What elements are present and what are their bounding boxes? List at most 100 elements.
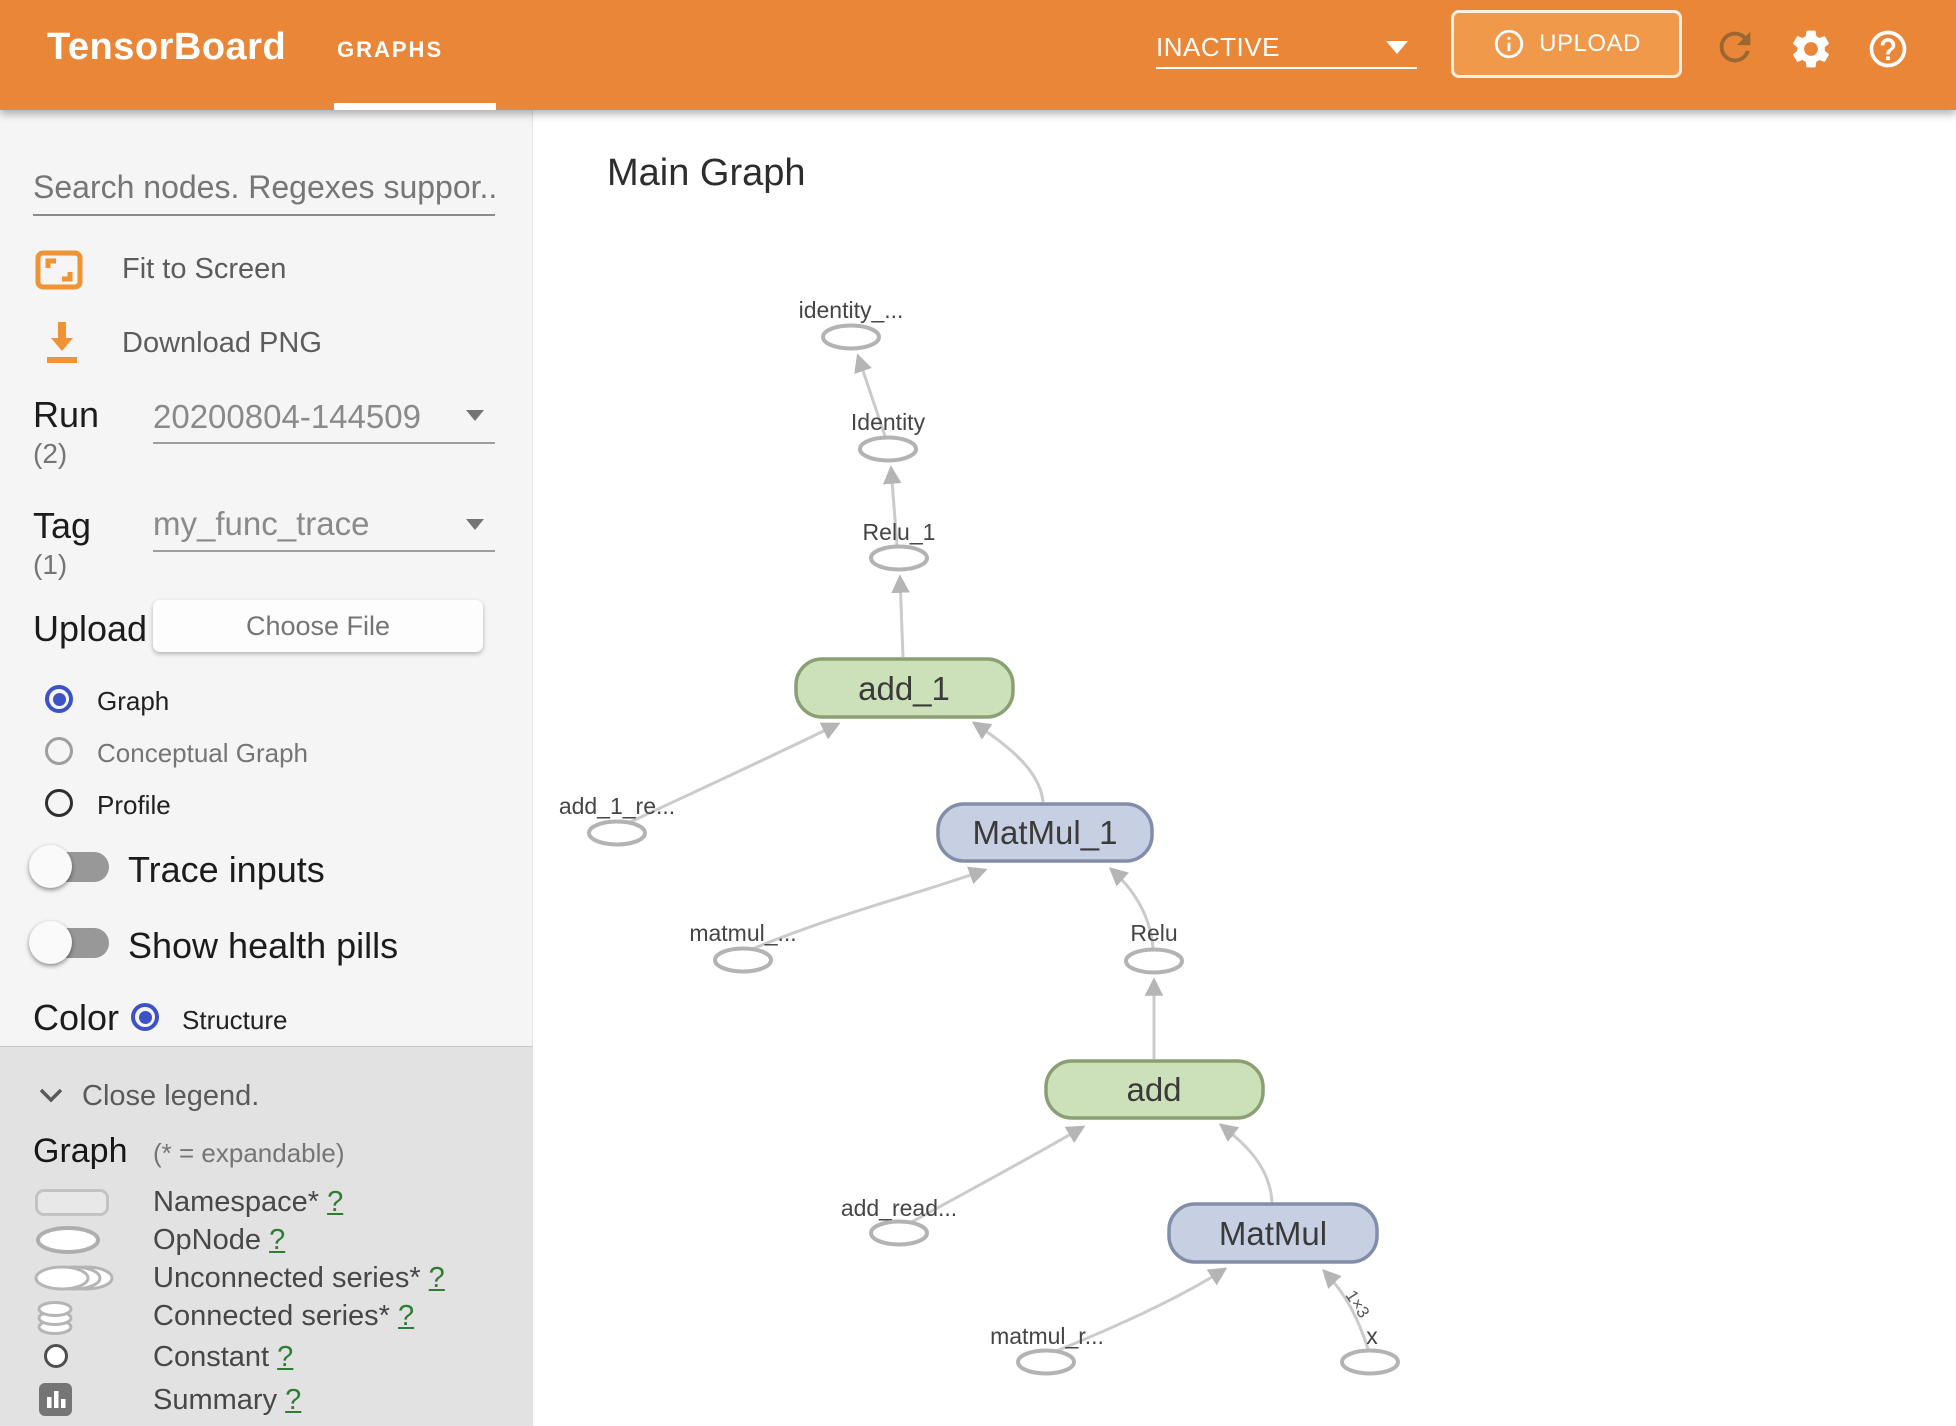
graph-node-x[interactable]: x: [1340, 1323, 1400, 1376]
constant-circle-icon: [44, 1344, 68, 1368]
graph-node-relu[interactable]: Relu: [1124, 920, 1184, 975]
svg-text:add: add: [1126, 1071, 1181, 1108]
app-logo: TensorBoard: [47, 26, 287, 68]
trace-inputs-label[interactable]: Trace inputs: [128, 849, 325, 890]
upload-button-label: UPLOAD: [1539, 30, 1641, 57]
upload-button[interactable]: UPLOAD: [1451, 10, 1682, 78]
svg-text:add_1: add_1: [858, 670, 950, 707]
legend-item-connected-series: Connected series* ?: [153, 1300, 414, 1333]
svg-text:identity_...: identity_...: [799, 297, 904, 323]
help-link[interactable]: ?: [277, 1341, 294, 1373]
page-title: Main Graph: [607, 152, 806, 194]
graph-node-matmul-read[interactable]: matmul_...: [689, 920, 797, 974]
legend-item-opnode: OpNode ?: [153, 1224, 285, 1257]
fit-to-screen-button[interactable]: Fit to Screen: [122, 253, 287, 285]
graph-node-matmul[interactable]: MatMul: [1167, 1202, 1379, 1264]
radio-graph[interactable]: [45, 685, 73, 713]
legend-item-constant: Constant ?: [153, 1341, 293, 1374]
svg-text:add_1_re...: add_1_re...: [559, 793, 675, 819]
edge-matmul-matmul1: [749, 866, 988, 952]
trace-inputs-toggle-knob[interactable]: [29, 845, 72, 888]
choose-file-button[interactable]: Choose File: [153, 600, 483, 652]
help-link[interactable]: ?: [398, 1300, 415, 1332]
namespace-pill-icon: [35, 1189, 109, 1216]
legend-expandable-note: (* = expandable): [153, 1138, 345, 1168]
edge-relu-matmul1: [1108, 867, 1155, 949]
refresh-icon[interactable]: [1712, 24, 1758, 70]
show-health-pills-toggle-knob[interactable]: [29, 921, 72, 964]
run-dropdown[interactable]: 20200804-144509: [153, 398, 421, 435]
graph-canvas[interactable]: 1×3 add_1 MatMul_1 add MatMul identity_.…: [533, 110, 1956, 1426]
graph-node-add-read[interactable]: add_read...: [841, 1195, 957, 1247]
svg-text:MatMul: MatMul: [1219, 1215, 1327, 1252]
edge-x-matmul: [1322, 1268, 1370, 1350]
edge-add1-relu1: [891, 574, 910, 658]
graph-node-relu-1[interactable]: Relu_1: [863, 519, 936, 572]
svg-text:add_read...: add_read...: [841, 1195, 957, 1221]
edge-matmul1-add1: [971, 721, 1045, 803]
close-legend-button[interactable]: Close legend.: [82, 1080, 260, 1112]
run-label: Run: [33, 394, 100, 435]
info-icon: [1494, 29, 1524, 59]
upload-file-label: Upload: [33, 608, 148, 649]
edge-add1re-add1: [625, 722, 841, 826]
tag-label: Tag: [33, 505, 92, 546]
chevron-down-icon[interactable]: [466, 410, 484, 421]
graph-node-matmul-r[interactable]: matmul_r...: [990, 1323, 1104, 1376]
svg-text:matmul_r...: matmul_r...: [990, 1323, 1104, 1349]
radio-color-structure-label[interactable]: Structure: [182, 1005, 288, 1035]
edge-addread-add: [907, 1125, 1086, 1226]
download-png-button[interactable]: Download PNG: [122, 327, 322, 359]
tag-underline: [153, 550, 495, 552]
graph-node-matmul-1[interactable]: MatMul_1: [936, 802, 1154, 863]
radio-profile-label[interactable]: Profile: [97, 790, 171, 820]
svg-text:x: x: [1366, 1323, 1378, 1349]
fit-to-screen-icon[interactable]: [35, 250, 83, 290]
gear-icon[interactable]: [1788, 26, 1834, 72]
svg-text:Relu: Relu: [1130, 920, 1177, 946]
radio-profile[interactable]: [45, 789, 73, 817]
help-link[interactable]: ?: [285, 1384, 302, 1416]
connected-series-icon: [37, 1301, 73, 1335]
graph-node-identity-out[interactable]: identity_...: [799, 297, 904, 351]
show-health-pills-label[interactable]: Show health pills: [128, 925, 399, 966]
svg-text:Relu_1: Relu_1: [863, 519, 936, 545]
help-icon[interactable]: [1866, 27, 1910, 71]
run-selector-underline: [1156, 67, 1417, 69]
chevron-down-icon[interactable]: [38, 1087, 64, 1104]
legend-item-label: Constant: [153, 1341, 270, 1373]
radio-conceptual-graph-label[interactable]: Conceptual Graph: [97, 738, 309, 768]
run-underline: [153, 442, 495, 444]
svg-text:Identity: Identity: [851, 409, 926, 435]
legend-item-label: Summary: [153, 1384, 278, 1416]
bar-chart-icon: [47, 1391, 66, 1408]
header-run-selector[interactable]: INACTIVE: [1156, 32, 1280, 62]
search-input[interactable]: [33, 160, 495, 216]
help-link[interactable]: ?: [269, 1224, 286, 1256]
legend-heading: Graph: [33, 1132, 128, 1170]
graph-node-add-1[interactable]: add_1: [794, 657, 1015, 719]
edge-identity-identityout: [854, 353, 887, 437]
graph-node-add[interactable]: add: [1044, 1059, 1265, 1120]
graph-node-identity[interactable]: Identity: [851, 409, 926, 463]
help-link[interactable]: ?: [428, 1262, 445, 1294]
unconnected-series-icon: [34, 1265, 114, 1291]
chevron-down-icon[interactable]: [466, 519, 484, 530]
graph-node-add-1-re[interactable]: add_1_re...: [559, 793, 675, 847]
download-icon[interactable]: [44, 318, 80, 364]
legend-item-summary: Summary ?: [153, 1384, 301, 1417]
radio-graph-label[interactable]: Graph: [97, 686, 170, 716]
graph-edges: [625, 353, 1370, 1354]
tab-graphs[interactable]: GRAPHS: [337, 37, 444, 62]
legend-item-label: OpNode: [153, 1224, 262, 1256]
chevron-down-icon[interactable]: [1386, 41, 1408, 54]
help-link[interactable]: ?: [327, 1186, 344, 1218]
tag-count: (1): [33, 549, 68, 580]
svg-text:matmul_...: matmul_...: [689, 920, 796, 946]
tag-dropdown[interactable]: my_func_trace: [153, 505, 370, 542]
legend-item-unconnected-series: Unconnected series* ?: [153, 1262, 445, 1295]
radio-conceptual-graph[interactable]: [45, 737, 73, 765]
color-by-label: Color: [33, 997, 120, 1038]
summary-chip-icon: [39, 1383, 72, 1416]
radio-color-structure[interactable]: [131, 1003, 159, 1031]
